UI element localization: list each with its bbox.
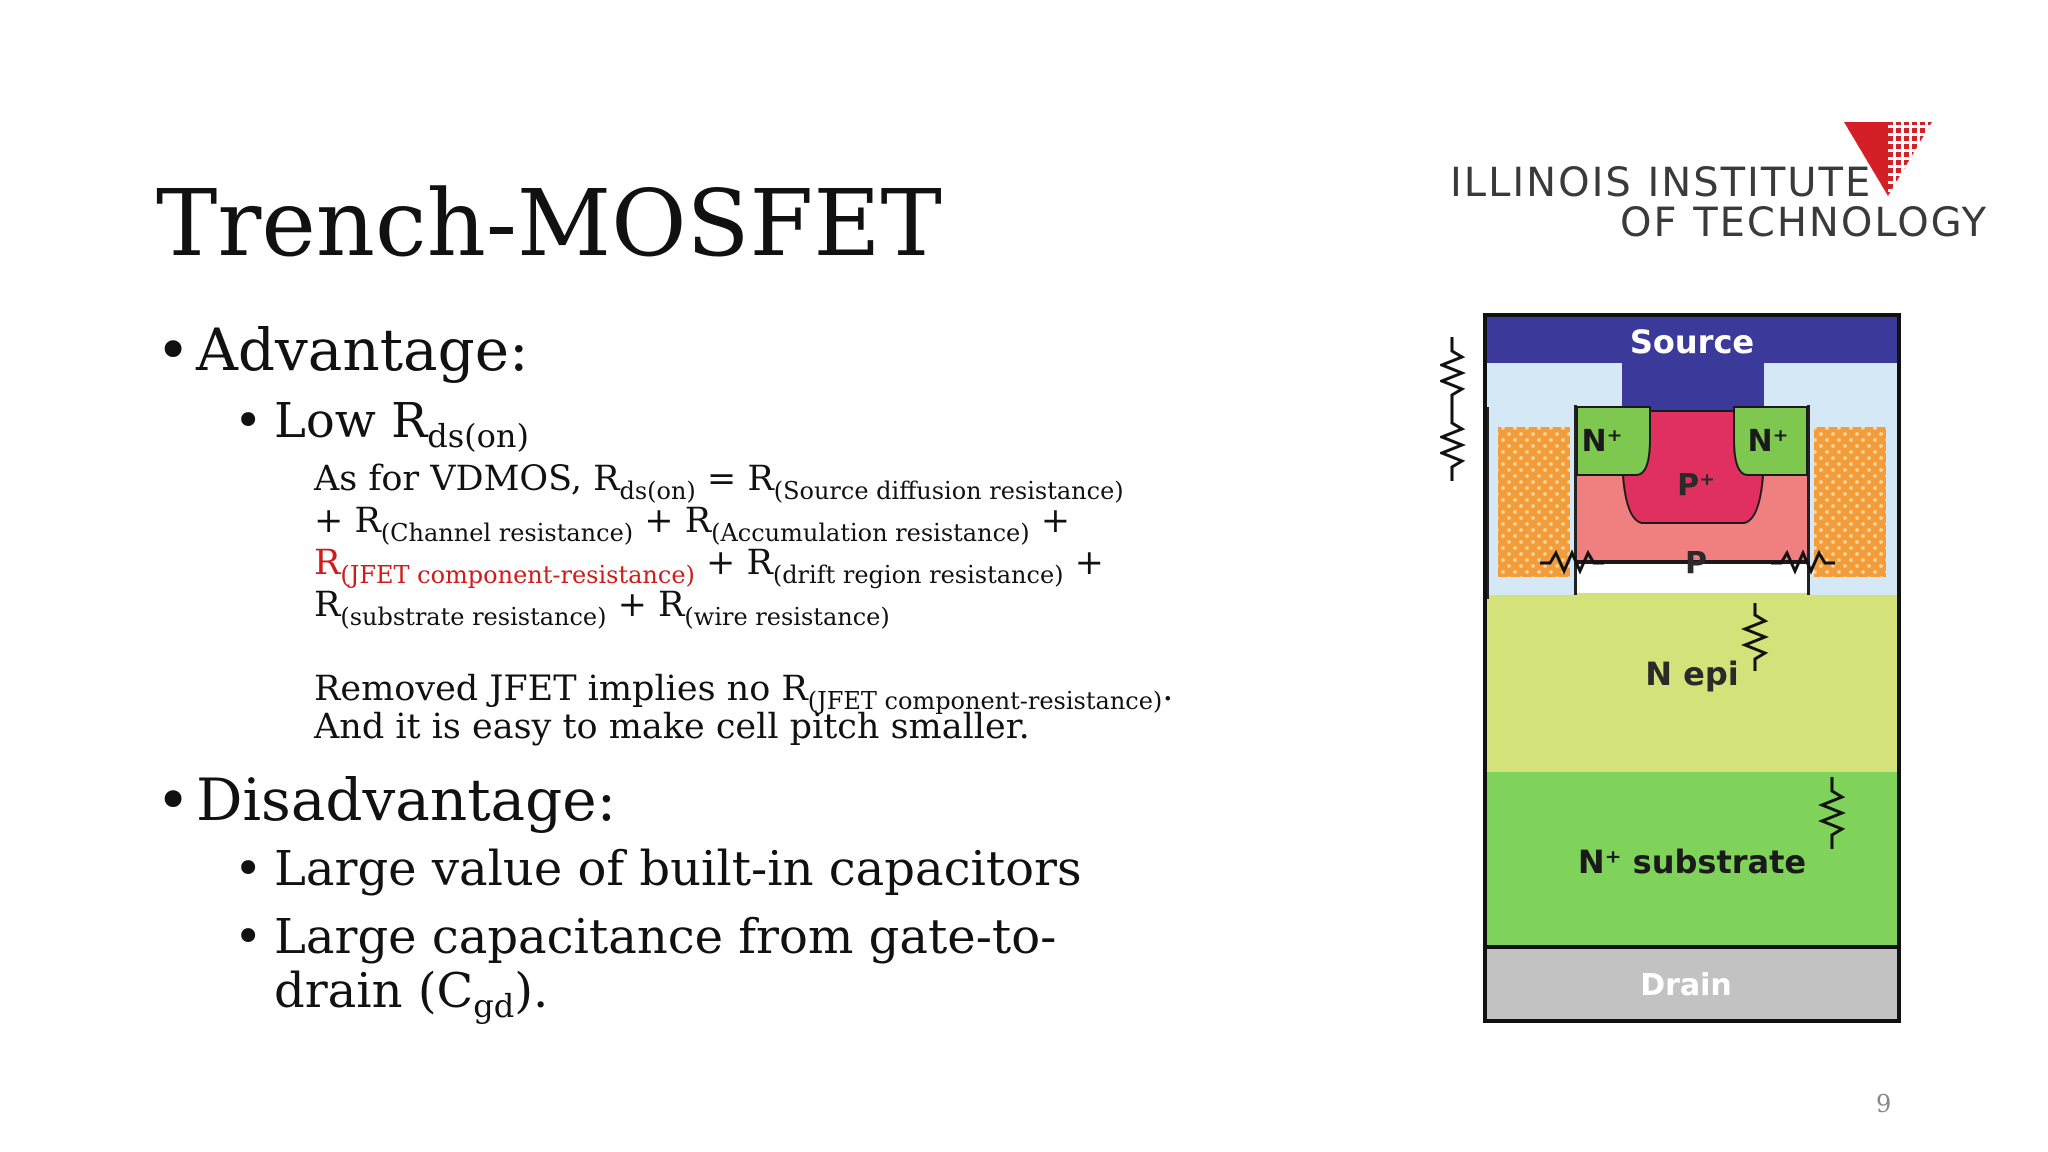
resistor-icon <box>1771 549 1835 575</box>
resistor-icon <box>1440 337 1467 409</box>
label-source: Source <box>1630 323 1754 361</box>
p-body-edge <box>1577 560 1807 564</box>
drain-region <box>1487 947 1897 1019</box>
gate-poly-right <box>1814 427 1886 577</box>
eq-substrate-sub: (substrate resistance) <box>340 603 607 631</box>
resistor-icon <box>1440 409 1467 481</box>
label-p-plus: P⁺ <box>1677 468 1715 503</box>
bullet-low-rds: •Low Rds(on) <box>234 392 529 465</box>
cgd-sub: gd <box>473 987 515 1025</box>
iit-logo: ILLINOIS INSTITUTE OF TECHNOLOGY <box>1450 120 1990 250</box>
eq-plus-end-1: + <box>1029 501 1071 541</box>
label-n-substrate: N⁺ substrate <box>1578 843 1806 881</box>
note-prefix: Removed JFET implies no R <box>314 669 808 709</box>
label-drain: Drain <box>1640 968 1732 1003</box>
note-jfet-sub: (JFET component-resistance) <box>807 687 1163 715</box>
resistor-icon <box>1540 549 1604 575</box>
cgd-end: ). <box>514 963 549 1019</box>
rds-equation-line-1: As for VDMOS, Rds(on) = R(Source diffusi… <box>314 458 1124 512</box>
cgd-prefix: drain (C <box>274 963 474 1019</box>
trench-left-edge <box>1486 407 1489 599</box>
cgd-line-2: drain (Cgd). <box>274 962 548 1035</box>
slide-title: Trench-MOSFET <box>156 170 942 277</box>
note-end: . <box>1162 669 1174 709</box>
jfet-note-line-1: Removed JFET implies no R(JFET component… <box>314 668 1173 722</box>
bullet-cgd: •Large capacitance from gate-to- <box>234 908 1056 966</box>
low-rds-text: Low R <box>274 393 428 449</box>
trench-right-wall <box>1807 405 1810 595</box>
eq-lead: As for VDMOS, R <box>314 459 620 499</box>
eq-accum-sub: (Accumulation resistance) <box>711 519 1030 547</box>
rds-equation-line-2: + R(Channel resistance) + R(Accumulation… <box>314 500 1070 554</box>
capacitors-text: Large value of built-in capacitors <box>274 841 1082 897</box>
bullet-advantage: •Advantage: <box>156 315 529 385</box>
eq-drift-sub: (drift region resistance) <box>772 561 1064 589</box>
trench-left-wall <box>1574 405 1577 595</box>
low-rds-subscript: ds(on) <box>427 417 530 455</box>
resistor-icon <box>1817 777 1847 849</box>
resistor-icon <box>1740 603 1770 671</box>
logo-mark-icon <box>1844 122 1932 196</box>
logo-line-2: OF TECHNOLOGY <box>1620 200 1989 246</box>
eq-rds-sub: ds(on) <box>619 477 696 505</box>
bullet-built-in-capacitors: •Large value of built-in capacitors <box>234 840 1082 898</box>
eq-plus-end-2: + <box>1063 543 1104 583</box>
bullet-dot: • <box>234 393 263 449</box>
rds-equation-line-3: R(JFET component-resistance) + R(drift r… <box>314 542 1104 596</box>
logo-line-1: ILLINOIS INSTITUTE <box>1450 160 1873 206</box>
jfet-note-line-2: And it is easy to make cell pitch smalle… <box>314 707 1030 747</box>
n-plus-right-region <box>1733 406 1808 476</box>
bullet-dot: • <box>234 909 263 965</box>
gate-poly-left <box>1498 427 1570 577</box>
eq-channel-sub: (Channel resistance) <box>380 519 634 547</box>
n-plus-left-region <box>1576 406 1651 476</box>
page-number: 9 <box>1876 1090 1892 1118</box>
label-n-plus-right: N⁺ <box>1748 424 1789 459</box>
eq-r-4: R <box>314 585 341 625</box>
eq-jfet-sub: (JFET component-resistance) <box>340 561 695 589</box>
cgd-text-line-1: Large capacitance from gate-to- <box>274 909 1057 965</box>
bullet-dot: • <box>156 766 191 834</box>
label-p: P <box>1685 546 1707 581</box>
bullet-disadvantage: •Disadvantage: <box>156 765 616 835</box>
eq-r-jfet: R <box>314 543 341 583</box>
rds-equation-line-4: R(substrate resistance) + R(wire resista… <box>314 584 890 638</box>
bullet-dot: • <box>234 841 263 897</box>
diagram-frame <box>1483 313 1901 1023</box>
n-epi-region <box>1487 593 1897 772</box>
eq-plus-r-2: + R <box>633 501 712 541</box>
bullet-dot: • <box>156 316 191 384</box>
advantage-heading: Advantage: <box>196 316 529 384</box>
source-contact <box>1622 355 1764 411</box>
label-n-epi: N epi <box>1645 655 1739 693</box>
disadvantage-heading: Disadvantage: <box>196 766 617 834</box>
eq-equals-r: = R <box>695 459 774 499</box>
drain-edge <box>1485 945 1899 949</box>
eq-source-sub: (Source diffusion resistance) <box>773 477 1124 505</box>
eq-plus-r-1: + R <box>314 501 381 541</box>
trench-mosfet-diagram: Source N⁺ N⁺ P⁺ P N epi N⁺ substrate Dra… <box>1440 313 1901 1023</box>
eq-plus-r-5: + R <box>606 585 685 625</box>
label-n-plus-left: N⁺ <box>1582 424 1623 459</box>
eq-plus-r-3: + R <box>694 543 773 583</box>
eq-wire-sub: (wire resistance) <box>684 603 890 631</box>
